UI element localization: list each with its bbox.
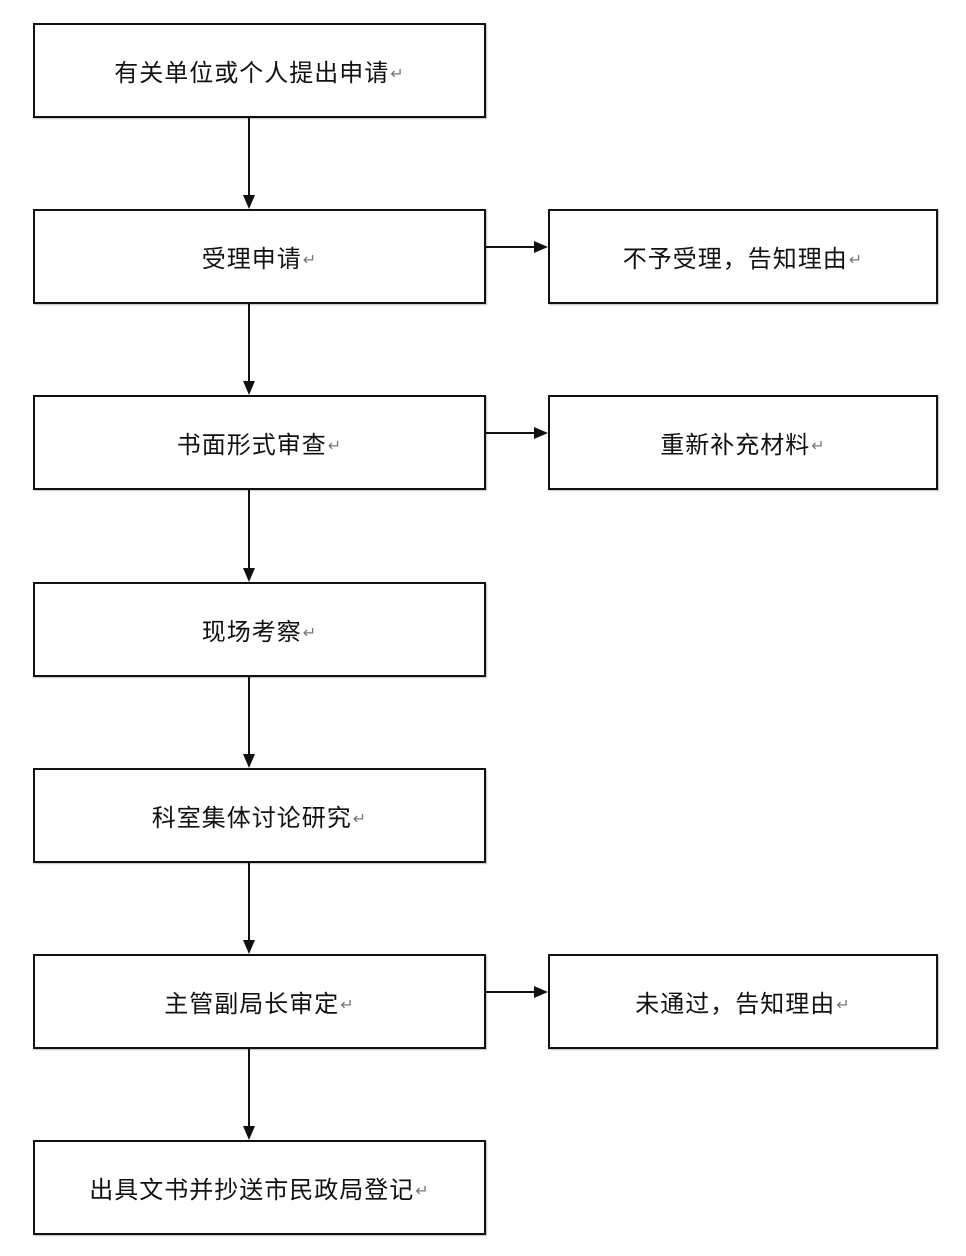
paragraph-mark-icon: ↵: [352, 809, 368, 828]
outcome-supplement-materials-label: 重新补充材料: [660, 431, 811, 459]
paragraph-mark-icon: ↵: [390, 64, 405, 83]
arrow-down-5: [243, 863, 255, 954]
step-deputy-director-approval-label: 主管副局长审定: [164, 990, 340, 1018]
step-section-discussion-label: 科室集体讨论研究: [151, 804, 352, 832]
arrow-right-supplement: [486, 427, 548, 439]
paragraph-mark-icon: ↵: [811, 436, 826, 455]
step-issue-documents-label: 出具文书并抄送市民政局登记: [89, 1176, 415, 1204]
outcome-supplement-materials: 重新补充材料↵: [548, 395, 938, 490]
paragraph-mark-icon: ↵: [302, 250, 318, 269]
paragraph-mark-icon: ↵: [848, 250, 864, 269]
paragraph-mark-icon: ↵: [415, 1181, 430, 1200]
step-deputy-director-approval: 主管副局长审定↵: [33, 954, 486, 1049]
step-section-discussion: 科室集体讨论研究↵: [33, 768, 486, 863]
outcome-reject-acceptance-label: 不予受理，告知理由: [622, 245, 848, 273]
step-submit-application: 有关单位或个人提出申请↵: [33, 23, 486, 118]
step-issue-documents: 出具文书并抄送市民政局登记↵: [33, 1140, 486, 1235]
arrow-down-1: [243, 118, 255, 209]
step-written-review: 书面形式审查↵: [33, 395, 486, 490]
paragraph-mark-icon: ↵: [340, 995, 355, 1014]
arrow-right-reject: [486, 241, 548, 253]
paragraph-mark-icon: ↵: [327, 436, 343, 455]
step-accept-application-label: 受理申请: [201, 245, 302, 273]
arrow-down-6: [243, 1049, 255, 1140]
step-written-review-label: 书面形式审查: [176, 431, 327, 459]
step-submit-application-label: 有关单位或个人提出申请: [114, 59, 390, 87]
outcome-reject-acceptance: 不予受理，告知理由↵: [548, 209, 938, 304]
step-accept-application: 受理申请↵: [33, 209, 486, 304]
arrow-right-not-approved: [486, 986, 548, 998]
paragraph-mark-icon: ↵: [302, 623, 318, 642]
outcome-not-approved-label: 未通过，告知理由: [635, 990, 836, 1018]
arrow-down-4: [243, 677, 255, 768]
arrow-down-2: [243, 304, 255, 395]
paragraph-mark-icon: ↵: [836, 995, 851, 1014]
outcome-not-approved: 未通过，告知理由↵: [548, 954, 938, 1049]
step-site-inspection-label: 现场考察: [201, 618, 302, 646]
step-site-inspection: 现场考察↵: [33, 582, 486, 677]
arrow-down-3: [243, 490, 255, 582]
